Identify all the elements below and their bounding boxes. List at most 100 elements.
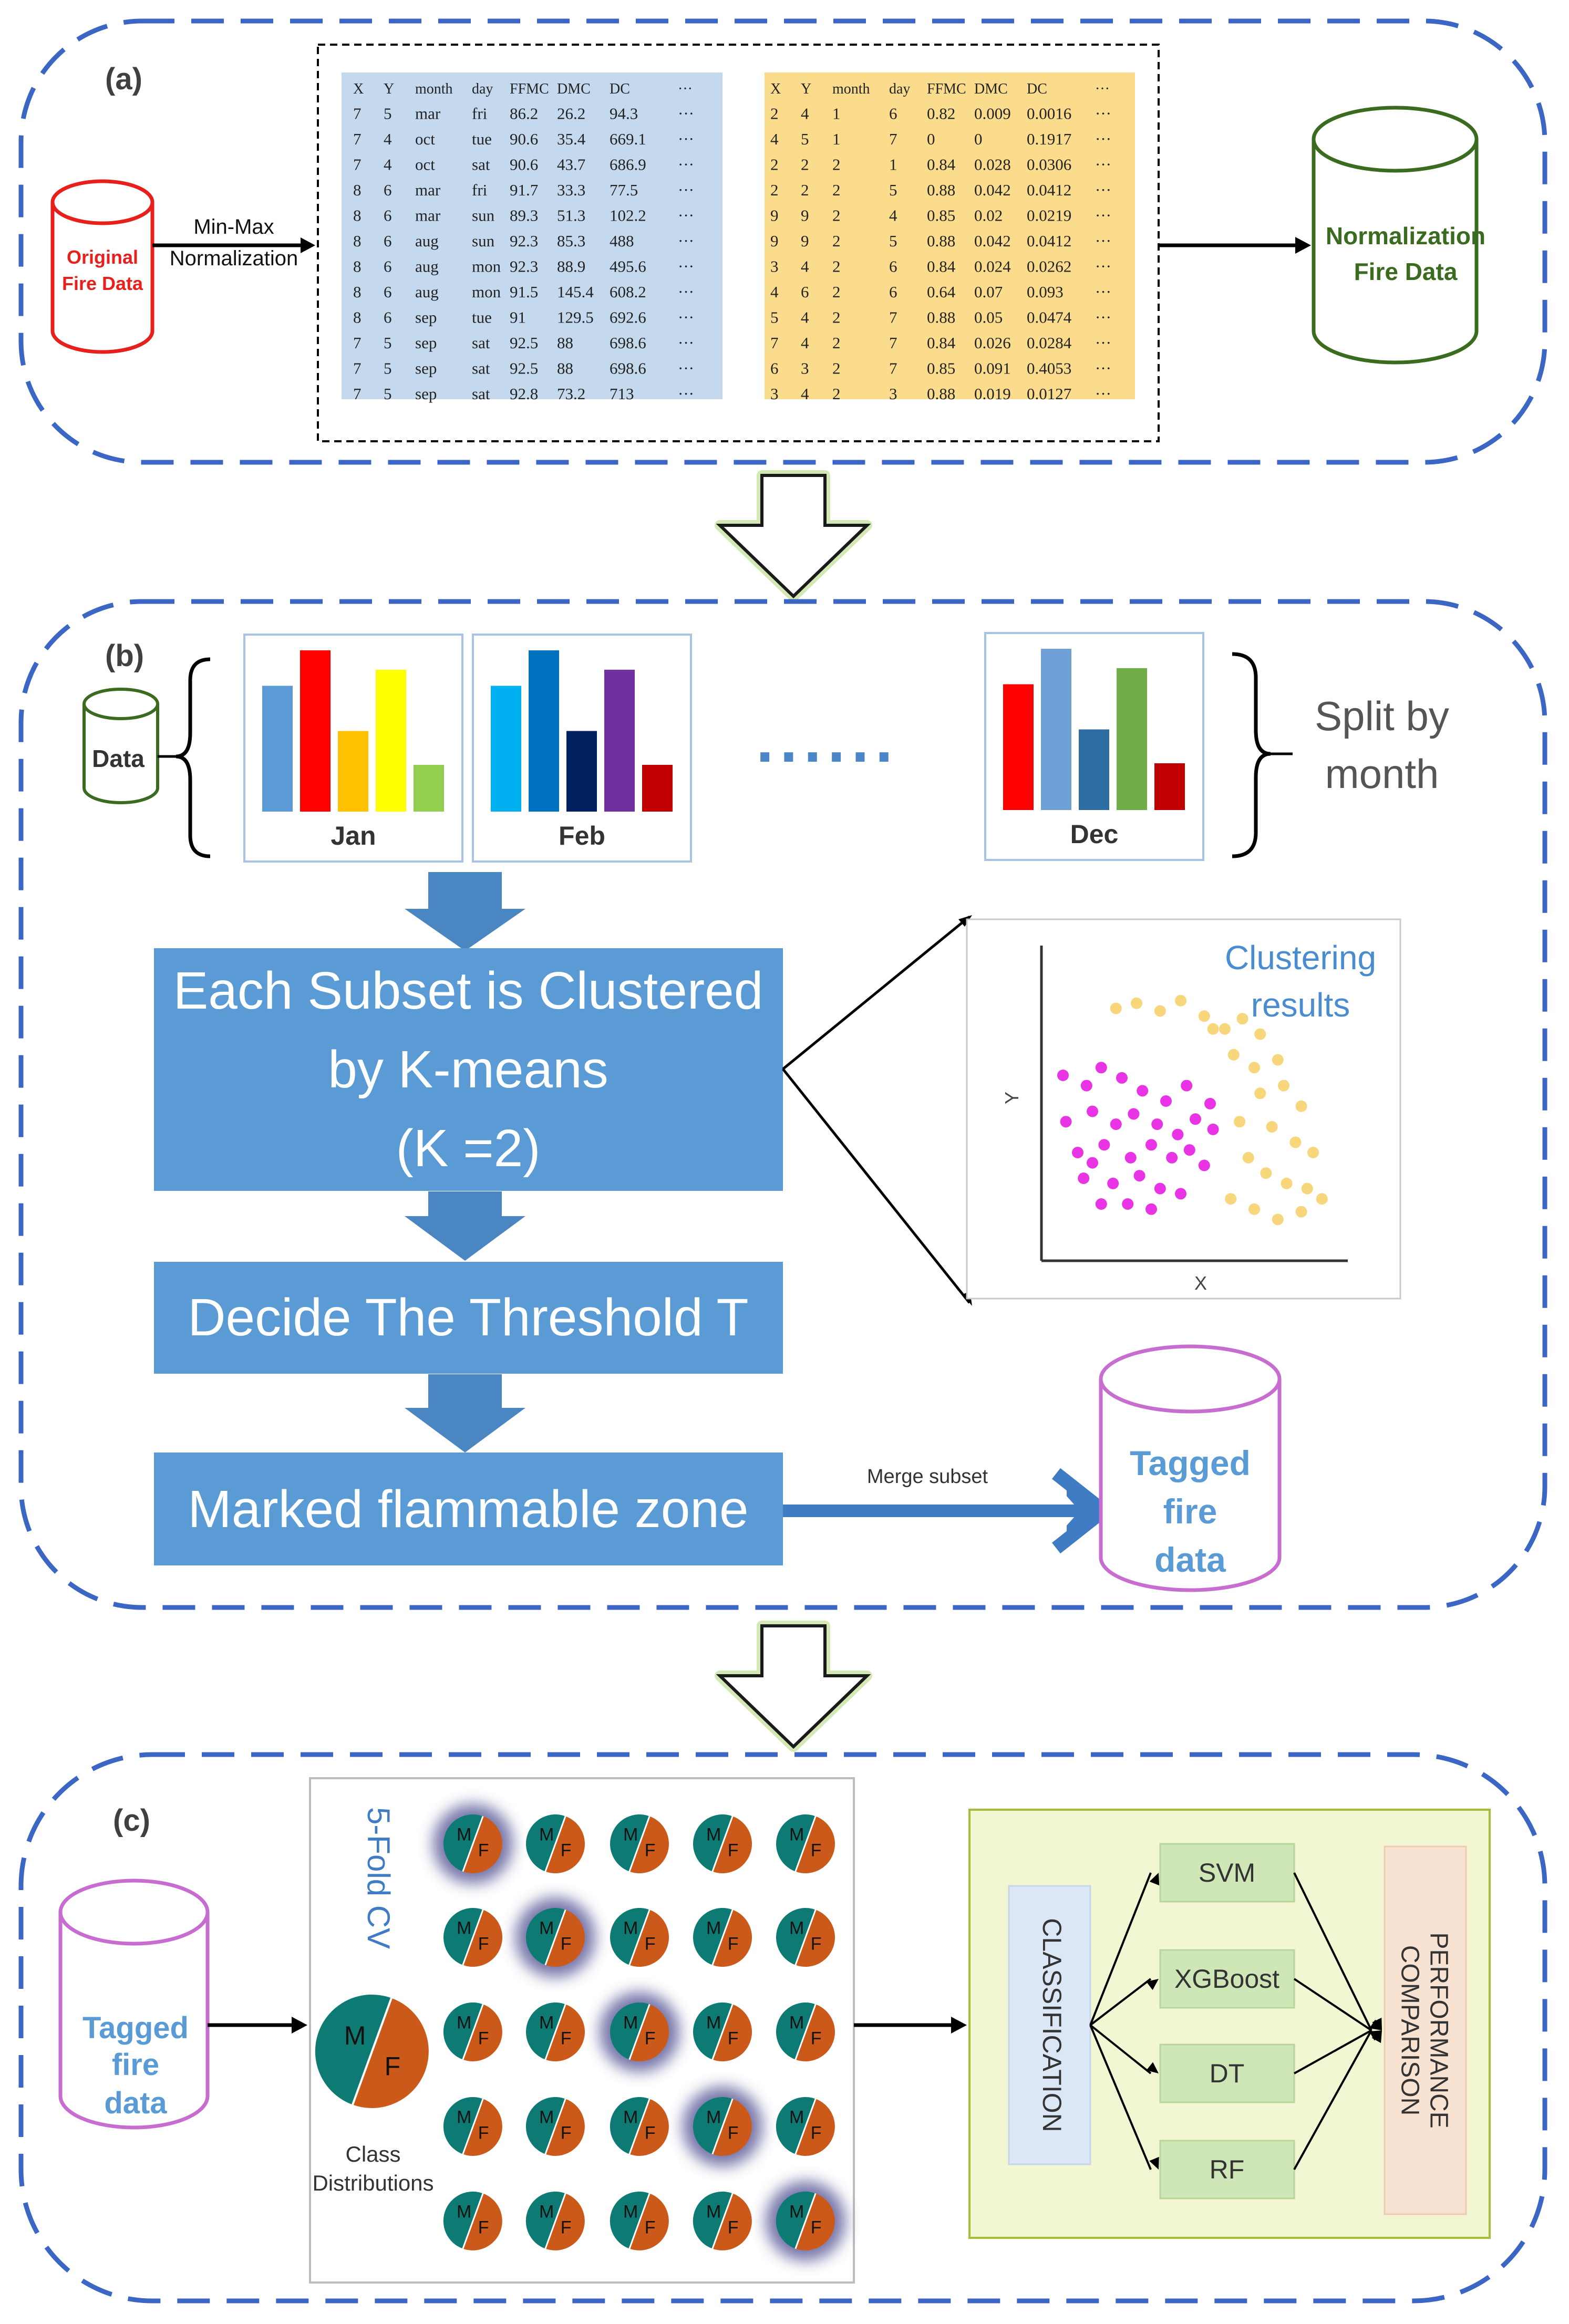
- cluster-point-yellow: [1289, 1136, 1302, 1148]
- pie-label-f: F: [728, 1934, 739, 1954]
- table-cell: 51.3: [557, 206, 585, 225]
- table-cell: 4: [770, 283, 779, 301]
- classify-to-model-head: [1146, 1979, 1159, 1990]
- merge-label: Merge subset: [867, 1466, 988, 1488]
- pie-label-f: F: [728, 1841, 739, 1861]
- table-cell: 35.4: [557, 130, 586, 148]
- pie-label-m: M: [457, 2012, 471, 2032]
- table-cell: 698.6: [610, 359, 646, 378]
- pie-slice-f: [462, 2193, 502, 2250]
- month-bar: [1003, 684, 1034, 810]
- table-cell: 686.9: [610, 155, 646, 174]
- table-cell: 7: [353, 105, 362, 123]
- hollow-arrow-b-to-c: [715, 1621, 872, 1752]
- pie-label-f: F: [811, 1841, 822, 1861]
- month-chart-jan: Jan: [243, 634, 463, 863]
- cluster-line-top: [782, 916, 971, 1070]
- cluster-line-bottom: [782, 1068, 971, 1304]
- fold-pie: MF: [693, 2003, 752, 2061]
- table-cell: ···: [1095, 359, 1111, 378]
- cluster-point-yellow: [1198, 1010, 1210, 1022]
- table-cell: 145.4: [557, 283, 594, 301]
- split-label-1: Split by: [1315, 693, 1449, 739]
- table-cell: ···: [1095, 385, 1111, 403]
- cluster-point-yellow: [1295, 1206, 1307, 1218]
- fold-pie-test: MF: [433, 1804, 513, 1884]
- pie-slice-f: [545, 2004, 585, 2061]
- cluster-point-magenta: [1190, 1113, 1201, 1125]
- table-cell: 4: [770, 130, 779, 148]
- month-bar: [376, 669, 406, 812]
- pie-slice-m: [776, 2191, 816, 2249]
- table-cell: 0.88: [927, 181, 955, 199]
- table-cell: 5: [384, 105, 392, 123]
- minmax-label-2: Normalization: [170, 247, 298, 270]
- cluster-point-yellow: [1175, 994, 1186, 1007]
- cluster-point-magenta: [1087, 1105, 1098, 1117]
- classify-to-model-line: [1089, 1872, 1152, 2026]
- table-header-cell: day: [889, 81, 910, 97]
- cluster-point-yellow: [1207, 1023, 1219, 1035]
- cluster-point-magenta: [1154, 1182, 1166, 1195]
- classify-to-model-line: [1089, 2024, 1152, 2074]
- pie-label-m: M: [789, 2012, 804, 2032]
- performance-box: [1384, 1845, 1467, 2215]
- pie-slice-f: [545, 2193, 585, 2250]
- table-cell: 90.6: [510, 155, 538, 174]
- model-xgboost: XGBoost: [1089, 1949, 1382, 2031]
- table-cell: 6: [889, 283, 897, 301]
- cluster-point-magenta: [1133, 1170, 1145, 1182]
- pie-slice-f: [795, 1816, 835, 1873]
- month-bar: [1154, 763, 1185, 810]
- table-cell: ···: [678, 206, 694, 225]
- table-cell: 0.84: [927, 257, 956, 276]
- pie-label-f: F: [478, 1841, 489, 1861]
- model-label: DT: [1210, 2059, 1245, 2088]
- fold-pie: MF: [693, 2191, 752, 2250]
- fold-pie: MF: [526, 2003, 585, 2061]
- table-cell: 7: [889, 359, 897, 378]
- section-a: (a) Original Fire Data Min-Max Normaliza…: [18, 18, 1547, 465]
- table-header-cell: DC: [1027, 81, 1047, 97]
- table-cell: 5: [384, 334, 392, 352]
- cluster-point-yellow: [1266, 1121, 1278, 1133]
- cluster-point-magenta: [1151, 1118, 1163, 1130]
- fold-pie: MF: [776, 2003, 835, 2061]
- cluster-point-yellow: [1131, 997, 1142, 1009]
- normalization-fire-data-db: Normalization Fire Data: [1312, 106, 1485, 365]
- pie-label-f: F: [561, 2218, 572, 2238]
- pie-label-f: F: [561, 2123, 572, 2143]
- pie-label-m: M: [789, 1918, 804, 1938]
- table-cell: sat: [472, 359, 490, 378]
- cluster-point-yellow: [1316, 1193, 1328, 1205]
- fold-pie: MF: [610, 1814, 669, 1873]
- model-to-performance-head: [1369, 2019, 1382, 2030]
- cluster-point-yellow: [1219, 1023, 1231, 1035]
- cluster-point-magenta: [1166, 1151, 1178, 1164]
- pie-slice-m: [525, 2097, 566, 2154]
- fold-pie: MF: [693, 1908, 752, 1967]
- pie-slice-m: [610, 2191, 650, 2249]
- fold-pie: MF: [443, 1908, 502, 1967]
- cluster-point-yellow: [1227, 1049, 1240, 1061]
- table-cell: 4: [384, 155, 392, 174]
- table-cell: ···: [1095, 155, 1111, 174]
- step-kmeans-line-3: (K =2): [396, 1119, 540, 1178]
- pie-slice-f: [462, 2004, 502, 2061]
- table-cell: ···: [678, 334, 694, 352]
- table-cell: 2: [832, 308, 841, 327]
- class-dist-label-2: Distributions: [312, 2171, 433, 2195]
- cluster-point-magenta: [1128, 1108, 1140, 1120]
- table-cell: ···: [678, 181, 694, 199]
- model-to-performance-line: [1293, 2030, 1372, 2170]
- table-cell: 43.7: [557, 155, 585, 174]
- pie-slice-f: [712, 1910, 752, 1967]
- table-cell: 2: [832, 359, 841, 378]
- minmax-arrow-head: [301, 237, 315, 253]
- table-cell: 4: [801, 334, 809, 352]
- table-cell: ···: [1095, 308, 1111, 327]
- table-cell: 102.2: [610, 206, 646, 225]
- table-cell: 669.1: [610, 130, 646, 148]
